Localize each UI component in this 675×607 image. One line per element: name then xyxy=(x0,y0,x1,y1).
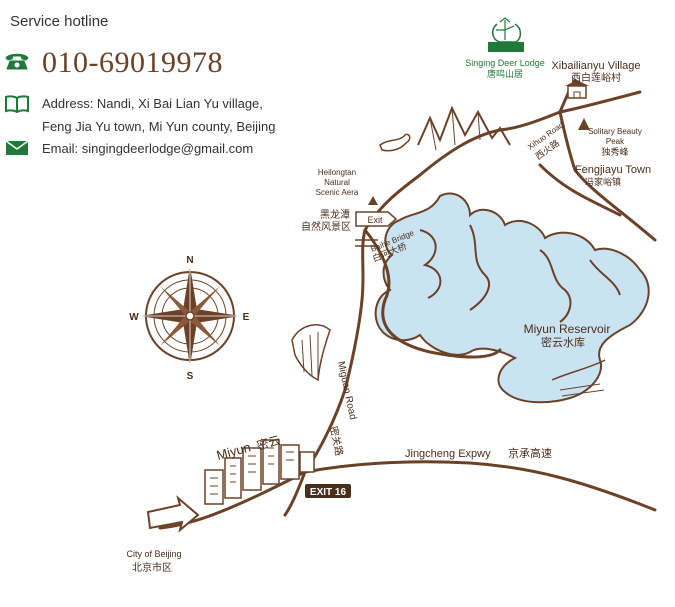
solitary-peak-label-en2: Peak xyxy=(606,137,625,146)
road-east-branch xyxy=(538,163,622,217)
main-road-north xyxy=(363,110,562,232)
hotline-title: Service hotline xyxy=(10,13,109,30)
email-row: Email: singingdeerlodge@gmail.com xyxy=(4,137,253,160)
lodge-logo-icon xyxy=(488,17,524,52)
village-gate-icon xyxy=(565,80,589,99)
local-road-miyun xyxy=(283,470,307,517)
heilongtan-marker-icon xyxy=(368,196,378,205)
compass-w: W xyxy=(129,312,139,323)
address-line-2: Feng Jia Yu town, Mi Yun county, Beijing xyxy=(42,119,276,134)
svg-text:Exit: Exit xyxy=(367,215,383,225)
phone-row: 010-69019978 xyxy=(4,46,223,80)
solitary-peak-icon xyxy=(578,118,590,130)
xibailianyu-label-en: Xibailianyu Village xyxy=(551,60,640,72)
dragon-doodle-icon xyxy=(379,133,411,152)
miguan-road xyxy=(303,228,367,474)
beijing-label-zh: 北京市区 xyxy=(132,561,172,574)
heilongtan-label-en2: Natural xyxy=(324,178,350,187)
road-to-beijing xyxy=(158,470,307,530)
compass-rose: N S E W xyxy=(129,255,249,382)
heilongtan-label-zh2: 自然风景区 xyxy=(301,220,351,233)
email-text[interactable]: Email: singingdeerlodge@gmail.com xyxy=(42,141,254,156)
heilongtan-label-en3: Scenic Aera xyxy=(316,188,359,197)
fengjiayu-label-en: Fengjiayu Town xyxy=(575,164,651,176)
jingcheng-label-zh: 京承高速 xyxy=(508,446,552,460)
compass-n: N xyxy=(186,255,193,266)
exit-arrow-sign: Exit xyxy=(355,211,398,227)
compass-s: S xyxy=(187,371,194,382)
contact-panel: Service hotline 010-69019978 Address: Na… xyxy=(0,0,320,170)
miyun-label-zh: 密云 xyxy=(255,432,282,453)
address-row: Address: Nandi, Xi Bai Lian Yu village, … xyxy=(4,92,275,138)
reservoir-label-zh: 密云水库 xyxy=(541,335,585,349)
beijing-arrow-icon xyxy=(146,495,200,533)
road-to-xibailianyu xyxy=(558,90,642,114)
beijing-label-en: City of Beijing xyxy=(126,549,181,559)
miguan-road-label-zh: 密关路 xyxy=(327,425,346,457)
heilongtan-label-en1: Heilongtan xyxy=(318,168,356,177)
svg-text:EXIT 16: EXIT 16 xyxy=(310,487,347,498)
lodge-label-zh: 唐鸣山居 xyxy=(487,68,523,79)
telephone-icon xyxy=(4,52,30,75)
road-to-fengjiayu xyxy=(558,110,657,242)
reservoir-label-en: Miyun Reservoir xyxy=(524,322,611,336)
solitary-peak-label-zh: 独秀峰 xyxy=(601,146,628,157)
envelope-icon xyxy=(4,140,30,156)
lodge-label-en: Singing Deer Lodge xyxy=(465,58,545,68)
fengjiayu-label-zh: 冯家峪镇 xyxy=(585,176,621,187)
xibailianyu-label-zh: 西白莲峪村 xyxy=(571,71,621,84)
book-icon xyxy=(4,95,30,113)
jingcheng-label-en: Jingcheng Expwy xyxy=(405,448,491,460)
address-line-1: Address: Nandi, Xi Bai Lian Yu village, xyxy=(42,96,263,111)
solitary-peak-label-en1: Solitary Beauty xyxy=(588,127,642,136)
miyun-reservoir xyxy=(374,192,650,404)
heilongtan-label-zh1: 黑龙潭 xyxy=(320,208,350,221)
exit-16-sign: EXIT 16 xyxy=(305,484,351,498)
reservoir-ring-road xyxy=(363,228,502,359)
jingcheng-expressway xyxy=(303,460,657,512)
compass-e: E xyxy=(243,312,250,323)
miyun-town-buildings xyxy=(204,439,315,505)
phone-number[interactable]: 010-69019978 xyxy=(42,46,223,79)
